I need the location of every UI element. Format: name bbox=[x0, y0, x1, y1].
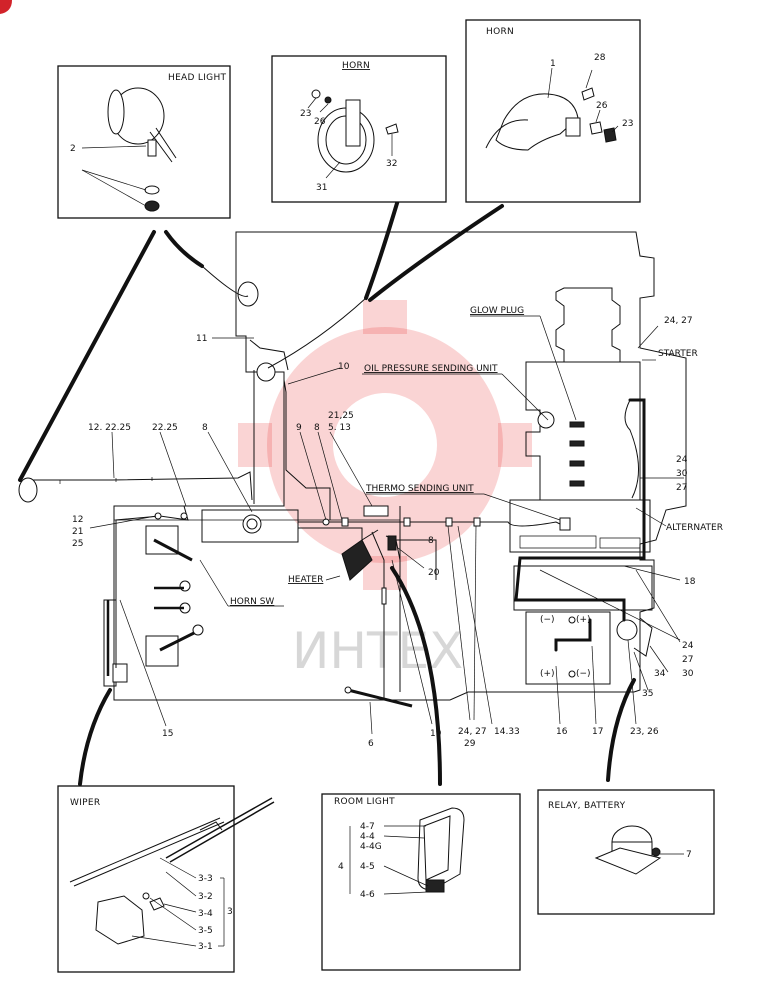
callout-room-light-4-7: 4-7 bbox=[360, 822, 375, 832]
watermark-gear bbox=[238, 300, 532, 590]
label-thermo: THERMO SENDING UNIT bbox=[365, 484, 474, 494]
callout-24: 24 bbox=[676, 455, 688, 465]
label-heater: HEATER bbox=[288, 575, 323, 585]
terminal-plus-bot: (+) bbox=[540, 669, 555, 679]
callout-16: 16 bbox=[556, 727, 568, 737]
callout-20: 20 bbox=[428, 568, 440, 578]
panel-horn-left: HORN 23 26 31 32 bbox=[271, 55, 447, 203]
terminal-dot-top bbox=[568, 616, 576, 624]
label-leaders bbox=[89, 315, 684, 735]
callout-24-27-bot: 24, 27 bbox=[458, 727, 487, 737]
corner-mark bbox=[0, 0, 12, 14]
callout-wiper-3-4: 3-4 bbox=[198, 909, 213, 919]
callout-room-light-4-6: 4-6 bbox=[360, 890, 375, 900]
callout-10: 10 bbox=[338, 362, 350, 372]
battery-cables bbox=[514, 398, 646, 652]
panel-horn-right: HORN 1 28 26 23 bbox=[465, 19, 641, 203]
terminal-plus-top: (+) bbox=[576, 615, 591, 625]
callout-12-22-25: 12. 22.25 bbox=[88, 423, 131, 433]
callout-room-light-4-4: 4-4 bbox=[360, 832, 375, 842]
callout-27: 27 bbox=[676, 483, 687, 493]
panel-title-horn-left: HORN bbox=[342, 61, 370, 71]
label-horn-sw: HORN SW bbox=[230, 597, 274, 607]
dashboard bbox=[103, 509, 413, 708]
terminal-dot-bot bbox=[568, 670, 576, 678]
callout-12: 12 bbox=[72, 515, 83, 525]
callout-8a: 8 bbox=[202, 423, 208, 433]
terminal-minus-bot: (−) bbox=[576, 669, 591, 679]
callout-27b: 27 bbox=[682, 655, 693, 665]
callout-wiper-3-5: 3-5 bbox=[198, 926, 213, 936]
panel-relay-battery: RELAY, BATTERY 7 bbox=[537, 789, 715, 915]
callout-wiper-3: 3 bbox=[227, 907, 233, 917]
callout-horn-right-1: 1 bbox=[550, 59, 556, 69]
engine-block bbox=[509, 287, 651, 553]
callout-5-13: 5. 13 bbox=[328, 423, 351, 433]
callout-head-light-2: 2 bbox=[70, 144, 76, 154]
callout-24b: 24 bbox=[682, 641, 694, 651]
callout-30b: 30 bbox=[682, 669, 694, 679]
callout-horn-left-31: 31 bbox=[316, 183, 327, 193]
callout-horn-right-26: 26 bbox=[596, 101, 608, 111]
callout-horn-right-23: 23 bbox=[622, 119, 633, 129]
panel-title-horn-right: HORN bbox=[486, 27, 514, 37]
callout-29: 29 bbox=[464, 739, 476, 749]
callout-8b: 8 bbox=[314, 423, 320, 433]
callout-30: 30 bbox=[676, 469, 688, 479]
callout-horn-right-28: 28 bbox=[594, 53, 606, 63]
callout-25: 25 bbox=[72, 539, 83, 549]
callout-21: 21 bbox=[72, 527, 83, 537]
panel-room-light: ROOM LIGHT 4-7 4-4 4-4G 4-5 4-6 4 bbox=[321, 793, 521, 971]
callout-room-light-4-5: 4-5 bbox=[360, 862, 375, 872]
callout-9: 9 bbox=[296, 423, 302, 433]
watermark-text: ИНТЕХ bbox=[292, 622, 463, 680]
callout-wiper-3-1: 3-1 bbox=[198, 942, 213, 952]
callout-21-25: 21,25 bbox=[328, 411, 354, 421]
label-oil-pressure: OIL PRESSURE SENDING UNIT bbox=[364, 364, 498, 374]
callout-8c: 8 bbox=[428, 536, 434, 546]
panel-leaders bbox=[18, 198, 636, 786]
callout-horn-left-23: 23 bbox=[300, 109, 311, 119]
callout-horn-left-32: 32 bbox=[386, 159, 397, 169]
label-alternater: ALTERNATER bbox=[666, 523, 723, 533]
callout-wiper-3-3: 3-3 bbox=[198, 874, 213, 884]
callout-room-light-4: 4 bbox=[338, 862, 344, 872]
panel-title-relay-battery: RELAY, BATTERY bbox=[548, 801, 626, 811]
callout-23-26: 23, 26 bbox=[630, 727, 659, 737]
label-starter: STARTER bbox=[658, 349, 698, 359]
callout-35: 35 bbox=[642, 689, 653, 699]
label-glow-plug: GLOW PLUG bbox=[470, 306, 524, 316]
callout-6: 6 bbox=[368, 739, 374, 749]
callout-18: 18 bbox=[684, 577, 696, 587]
terminal-minus-top: (−) bbox=[540, 615, 555, 625]
callout-wiper-3-2: 3-2 bbox=[198, 892, 213, 902]
callout-22-25: 22.25 bbox=[152, 423, 178, 433]
panel-wiper: WIPER 3-3 3-2 3-4 3-5 3-1 3 bbox=[57, 785, 275, 973]
callout-19: 19 bbox=[430, 729, 442, 739]
callout-34: 34 bbox=[654, 669, 666, 679]
panel-title-wiper: WIPER bbox=[70, 798, 100, 808]
callout-15: 15 bbox=[162, 729, 173, 739]
callout-24-27-top: 24, 27 bbox=[664, 316, 693, 326]
panel-head-light: HEAD LIGHT 2 bbox=[57, 65, 231, 219]
callout-relay-7: 7 bbox=[686, 850, 692, 860]
wiring-harness bbox=[18, 281, 561, 700]
callout-room-light-4-4g: 4-4G bbox=[360, 842, 382, 852]
panel-title-head-light: HEAD LIGHT bbox=[168, 73, 227, 83]
callout-horn-left-26: 26 bbox=[314, 117, 326, 127]
callout-17: 17 bbox=[592, 727, 603, 737]
callout-14-33: 14.33 bbox=[494, 727, 520, 737]
callout-11: 11 bbox=[196, 334, 207, 344]
battery-area bbox=[513, 565, 653, 685]
panel-title-room-light: ROOM LIGHT bbox=[334, 797, 395, 807]
